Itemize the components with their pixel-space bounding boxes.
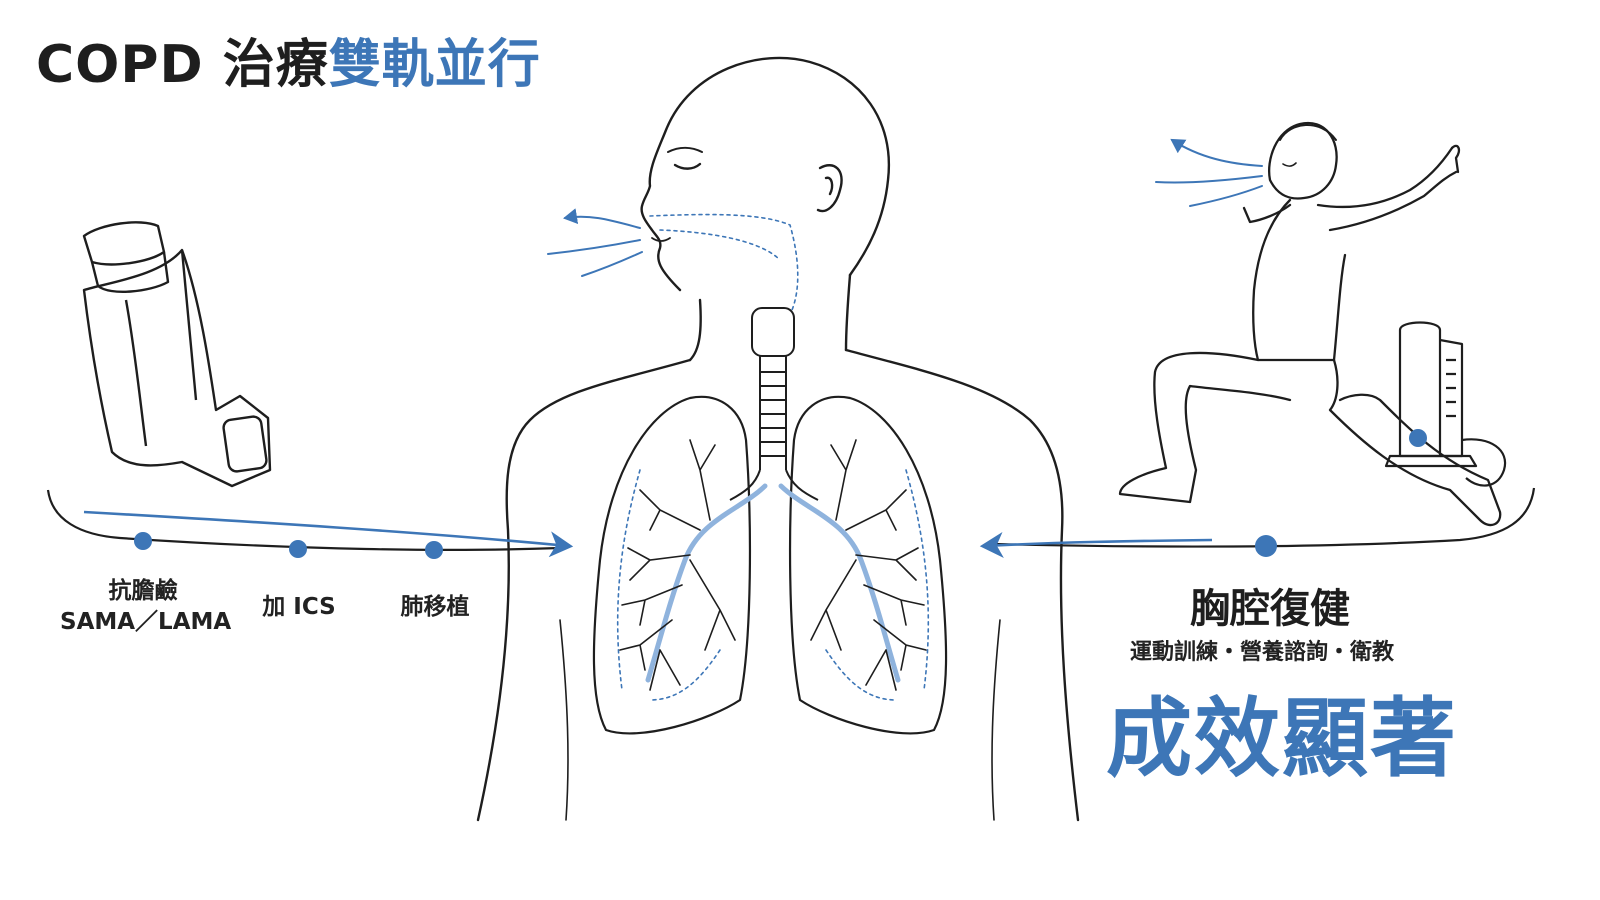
medication-timeline: [46, 489, 574, 559]
rehab-timeline: [979, 487, 1536, 559]
lungs-icon: [592, 395, 948, 735]
rehab-dot: [1255, 535, 1277, 557]
spirometer-icon: [1384, 321, 1507, 487]
exercising-person-icon: [1118, 121, 1502, 527]
step-dot-1: [134, 532, 152, 550]
rehab-subtitle: 運動訓練・營養諮詢・衛教: [1130, 640, 1395, 665]
step-label-1-line2: SAMA／LAMA: [60, 609, 232, 635]
title-accent: 雙軌並行: [328, 35, 541, 95]
result-headline: 成效顯著: [1106, 689, 1458, 789]
inhaler-icon: [82, 221, 272, 488]
step-label-3: 肺移植: [380, 592, 490, 623]
step-label-2: 加 ICS: [240, 592, 358, 623]
rehab-title: 胸腔復健: [1190, 586, 1350, 632]
trachea: [729, 307, 819, 501]
exhale-airflow-center: [547, 208, 799, 311]
step-label-2-line1: 加 ICS: [262, 594, 336, 620]
human-torso-outline: [476, 56, 1080, 822]
step-label-1: 抗膽鹼 SAMA／LAMA: [60, 576, 232, 638]
step-label-3-line1: 肺移植: [400, 594, 470, 620]
bronchial-tree: [616, 439, 930, 701]
title-main: COPD 治療: [36, 35, 329, 95]
step-dot-2: [289, 540, 307, 558]
step-label-1-line1: 抗膽鹼: [108, 578, 178, 604]
page-title: COPD 治療雙軌並行: [36, 22, 541, 97]
exhale-airflow-right: [1155, 138, 1263, 207]
step-dot-3: [425, 541, 443, 559]
